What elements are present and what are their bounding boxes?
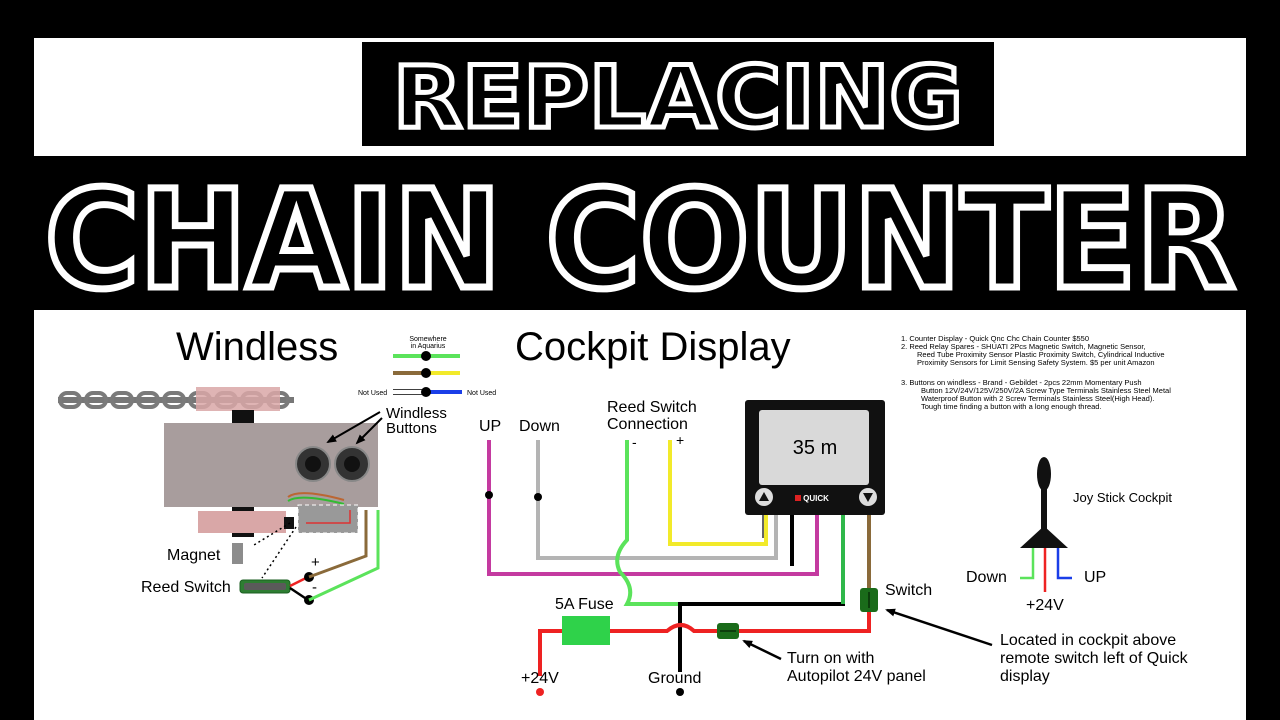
reed-plus-label: +: [311, 554, 320, 571]
joystick-down-label: Down: [966, 569, 1007, 586]
dotted-line-2: [261, 526, 297, 579]
windlass-brown-wire: [308, 510, 368, 579]
display-down-triangle: [863, 493, 873, 502]
switch-location-note-3: display: [1000, 668, 1050, 685]
power-red-wire: [538, 605, 871, 676]
fuse: [562, 616, 610, 645]
windlass-shaft-top: [232, 410, 254, 424]
switch-label: Switch: [885, 582, 932, 599]
note-line-7: Waterproof Button with 2 Screw Terminals…: [921, 394, 1154, 403]
down-wire-label: Down: [519, 418, 560, 435]
joystick-label: Joy Stick Cockpit: [1073, 490, 1172, 505]
joystick-base: [1020, 526, 1068, 548]
cockpit-heading: Cockpit Display: [515, 325, 791, 369]
magnet: [232, 543, 243, 564]
note-line-8: Tough time finding a button with a long …: [921, 402, 1102, 411]
autopilot-note-2: Autopilot 24V panel: [787, 668, 926, 685]
joystick-blue-wire: [1056, 548, 1072, 580]
reed-connection-label-1: Reed Switch: [607, 399, 697, 416]
up-wire-dot: [485, 491, 493, 499]
chain-link: [84, 391, 108, 409]
reed-switch-label: Reed Switch: [141, 579, 231, 596]
reed-connection-minus: -: [632, 434, 637, 450]
chain-length-readout: 35 m: [793, 437, 837, 459]
switch-location-arrow: [885, 608, 993, 647]
title-main: CHAIN COUNTER: [45, 162, 1235, 320]
buttons-arrow-1: [326, 411, 381, 443]
lower-pink-block: [198, 511, 286, 533]
joystick-power-label: +24V: [1026, 597, 1064, 614]
quick-display-screen: [759, 410, 869, 485]
switch-location-note-1: Located in cockpit above: [1000, 632, 1176, 649]
windlass-heading: Windless: [176, 325, 338, 369]
magnet-label: Magnet: [167, 547, 221, 564]
legend-connector-2: [421, 368, 431, 378]
reed-green-wire: [615, 440, 680, 606]
switch-location-note-2: remote switch left of Quick: [1000, 650, 1189, 667]
reed-connection-label-2: Connection: [607, 416, 688, 433]
reed-minus-label: -: [312, 579, 317, 596]
joystick-knob: [1037, 457, 1051, 491]
parts-notes: 1. Counter Display - Quick Qnc Chc Chain…: [901, 334, 1171, 411]
chain-link: [110, 391, 134, 409]
note-line-1: 1. Counter Display - Quick Qnc Chc Chain…: [901, 334, 1089, 343]
reed-yellow-wire: [668, 440, 768, 546]
reed-connection-plus: +: [676, 432, 684, 448]
windlass-button-2-center: [344, 456, 360, 472]
fuse-label: 5A Fuse: [555, 596, 614, 613]
ground-label: Ground: [648, 670, 701, 687]
chain-core: [58, 397, 294, 403]
joystick-stem: [1041, 486, 1047, 532]
legend-connector-3: [421, 387, 431, 397]
chain-link: [136, 391, 160, 409]
windlass-button-1-center: [305, 456, 321, 472]
up-wire-magenta: [487, 440, 819, 576]
dotted-line-1: [253, 522, 291, 546]
autopilot-arrow: [742, 639, 782, 661]
title-top-box: [362, 42, 994, 146]
buttons-arrow-2: [355, 417, 383, 445]
windlass-green-wire: [308, 510, 380, 602]
note-line-4: Proximity Sensors for Limit Sensing Safe…: [917, 358, 1155, 367]
note-line-6: Button 12V/24V/125V/250V/2A Screw Type T…: [921, 386, 1171, 395]
power-label: +24V: [521, 670, 559, 687]
display-up-triangle: [759, 492, 769, 501]
reed-mount: [297, 504, 359, 534]
ground-terminal: [676, 688, 684, 696]
power-terminal: [536, 688, 544, 696]
windlass-buttons-label-1: Windless: [386, 405, 447, 422]
chain-link: [162, 391, 186, 409]
note-line-3: Reed Tube Proximity Sensor Plastic Proxi…: [917, 350, 1165, 359]
note-line-2: 2. Reed Relay Spares - SHUATI 2Pcs Magne…: [901, 342, 1146, 351]
windlass-buttons-label-2: Buttons: [386, 420, 437, 437]
reed-switch-core: [244, 583, 286, 590]
legend-not-used-right: Not Used: [467, 390, 496, 397]
joystick-up-label: UP: [1084, 569, 1106, 586]
autopilot-note-1: Turn on with: [787, 650, 874, 667]
joystick-green-wire: [1020, 548, 1035, 580]
legend-somewhere-1: Somewhere: [409, 336, 446, 343]
legend-not-used-left: Not Used: [358, 390, 387, 397]
reed-mount-wire: [306, 510, 351, 524]
title-top: REPLACING: [393, 48, 963, 148]
note-line-5: 3. Buttons on windless - Brand - Gebilde…: [901, 378, 1142, 387]
down-wire-dot: [534, 493, 542, 501]
legend-connector-1: [421, 351, 431, 361]
gypsy-block: [196, 387, 280, 411]
body-wire-1: [287, 492, 345, 501]
display-brand: QUICK: [803, 494, 829, 503]
legend-somewhere-2: in Aquarius: [411, 343, 446, 350]
up-wire-label: UP: [479, 418, 501, 435]
chain-link: [58, 391, 82, 409]
body-wire-2: [287, 496, 345, 505]
display-brand-mark: [795, 495, 801, 501]
